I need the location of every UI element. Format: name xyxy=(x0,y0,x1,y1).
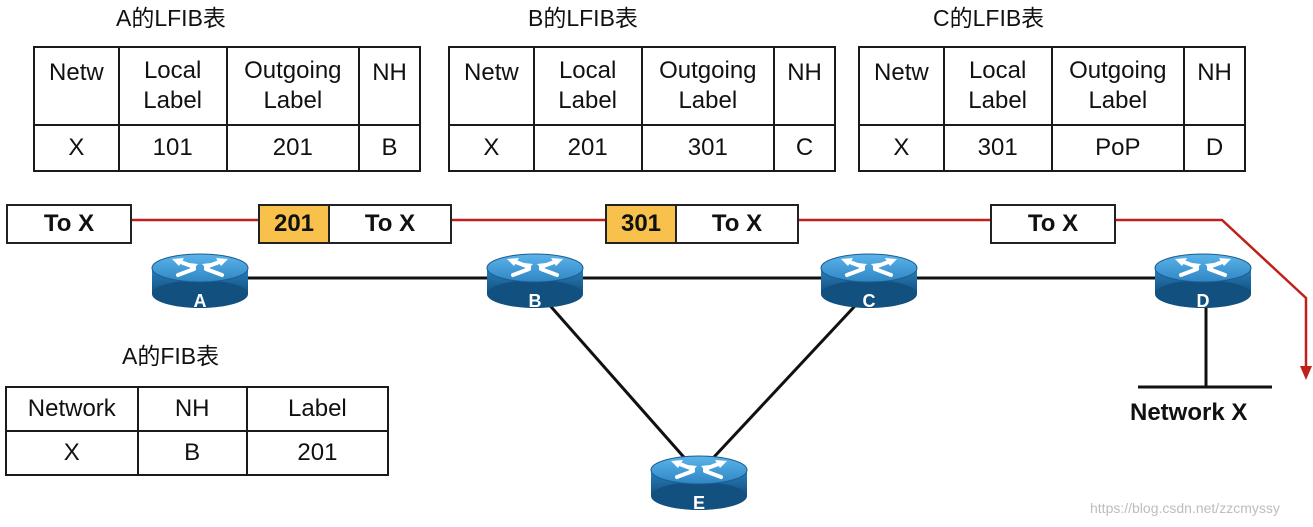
router-d: D xyxy=(1153,252,1253,311)
lfib-table-a: Netw Local Label Outgoing Label NH X 101… xyxy=(33,46,421,172)
packet-to-x-2: To X xyxy=(328,204,452,244)
table-row: X 301 PoP D xyxy=(858,124,1246,172)
router-a: A xyxy=(150,252,250,311)
fib-a-title: A的FIB表 xyxy=(122,343,220,369)
cell-outgoing-label: 201 xyxy=(225,124,361,172)
table-row: X 201 301 C xyxy=(448,124,836,172)
packet-label-301: 301 xyxy=(605,204,677,244)
lfib-a-title: A的LFIB表 xyxy=(116,5,226,31)
router-e: E xyxy=(649,454,749,513)
header-netw: Netw xyxy=(33,46,120,126)
cell-nh: B xyxy=(136,430,248,476)
table-row: Netw Local Label Outgoing Label NH xyxy=(33,46,421,126)
header-nh: NH xyxy=(773,46,836,126)
watermark: https://blog.csdn.net/zzcmyssy xyxy=(1090,500,1280,516)
network-x-label: Network X xyxy=(1130,399,1248,426)
router-a-label: A xyxy=(194,291,207,311)
packet-to-x-1: To X xyxy=(6,204,132,244)
cell-local-label: 201 xyxy=(532,124,643,172)
header-netw: Netw xyxy=(448,46,535,126)
router-e-label: E xyxy=(693,493,705,513)
cell-nh: D xyxy=(1183,124,1246,172)
cell-netw: X xyxy=(858,124,945,172)
cell-nh: C xyxy=(773,124,836,172)
header-network: Network xyxy=(5,386,139,432)
cell-network: X xyxy=(5,430,139,476)
table-row: Netw Local Label Outgoing Label NH xyxy=(448,46,836,126)
router-d-label: D xyxy=(1197,291,1210,311)
header-label: Label xyxy=(245,386,390,432)
header-local-label: Local Label xyxy=(117,46,228,126)
cell-netw: X xyxy=(448,124,535,172)
packet-to-x-4: To X xyxy=(990,204,1116,244)
fib-table-a: Network NH Label X B 201 xyxy=(5,386,390,476)
cell-label: 201 xyxy=(245,430,390,476)
header-local-label: Local Label xyxy=(942,46,1053,126)
header-nh: NH xyxy=(358,46,421,126)
packet-label-201: 201 xyxy=(258,204,330,244)
link-b-e xyxy=(536,291,699,473)
network-links xyxy=(200,276,1272,474)
cell-outgoing-label: PoP xyxy=(1050,124,1186,172)
router-b: B xyxy=(485,252,585,311)
lfib-table-c: Netw Local Label Outgoing Label NH X 301… xyxy=(858,46,1246,172)
cell-netw: X xyxy=(33,124,120,172)
header-outgoing-label: Outgoing Label xyxy=(225,46,361,126)
router-c: C xyxy=(819,252,919,311)
cell-nh: B xyxy=(358,124,421,172)
table-row: Network NH Label xyxy=(5,386,390,432)
header-outgoing-label: Outgoing Label xyxy=(1050,46,1186,126)
lfib-b-title: B的LFIB表 xyxy=(528,5,638,31)
cell-local-label: 101 xyxy=(117,124,228,172)
router-b-label: B xyxy=(529,291,542,311)
header-nh: NH xyxy=(136,386,248,432)
packet-to-x-3: To X xyxy=(675,204,799,244)
table-row: X 101 201 B xyxy=(33,124,421,172)
lfib-c-title: C的LFIB表 xyxy=(933,5,1045,31)
cell-outgoing-label: 301 xyxy=(640,124,776,172)
header-netw: Netw xyxy=(858,46,945,126)
link-c-e xyxy=(698,290,870,474)
table-row: X B 201 xyxy=(5,430,390,476)
lfib-table-b: Netw Local Label Outgoing Label NH X 201… xyxy=(448,46,836,172)
header-outgoing-label: Outgoing Label xyxy=(640,46,776,126)
header-local-label: Local Label xyxy=(532,46,643,126)
lsp-path-line xyxy=(131,218,1312,380)
cell-local-label: 301 xyxy=(942,124,1053,172)
header-nh: NH xyxy=(1183,46,1246,126)
table-row: Netw Local Label Outgoing Label NH xyxy=(858,46,1246,126)
router-c-label: C xyxy=(863,291,876,311)
